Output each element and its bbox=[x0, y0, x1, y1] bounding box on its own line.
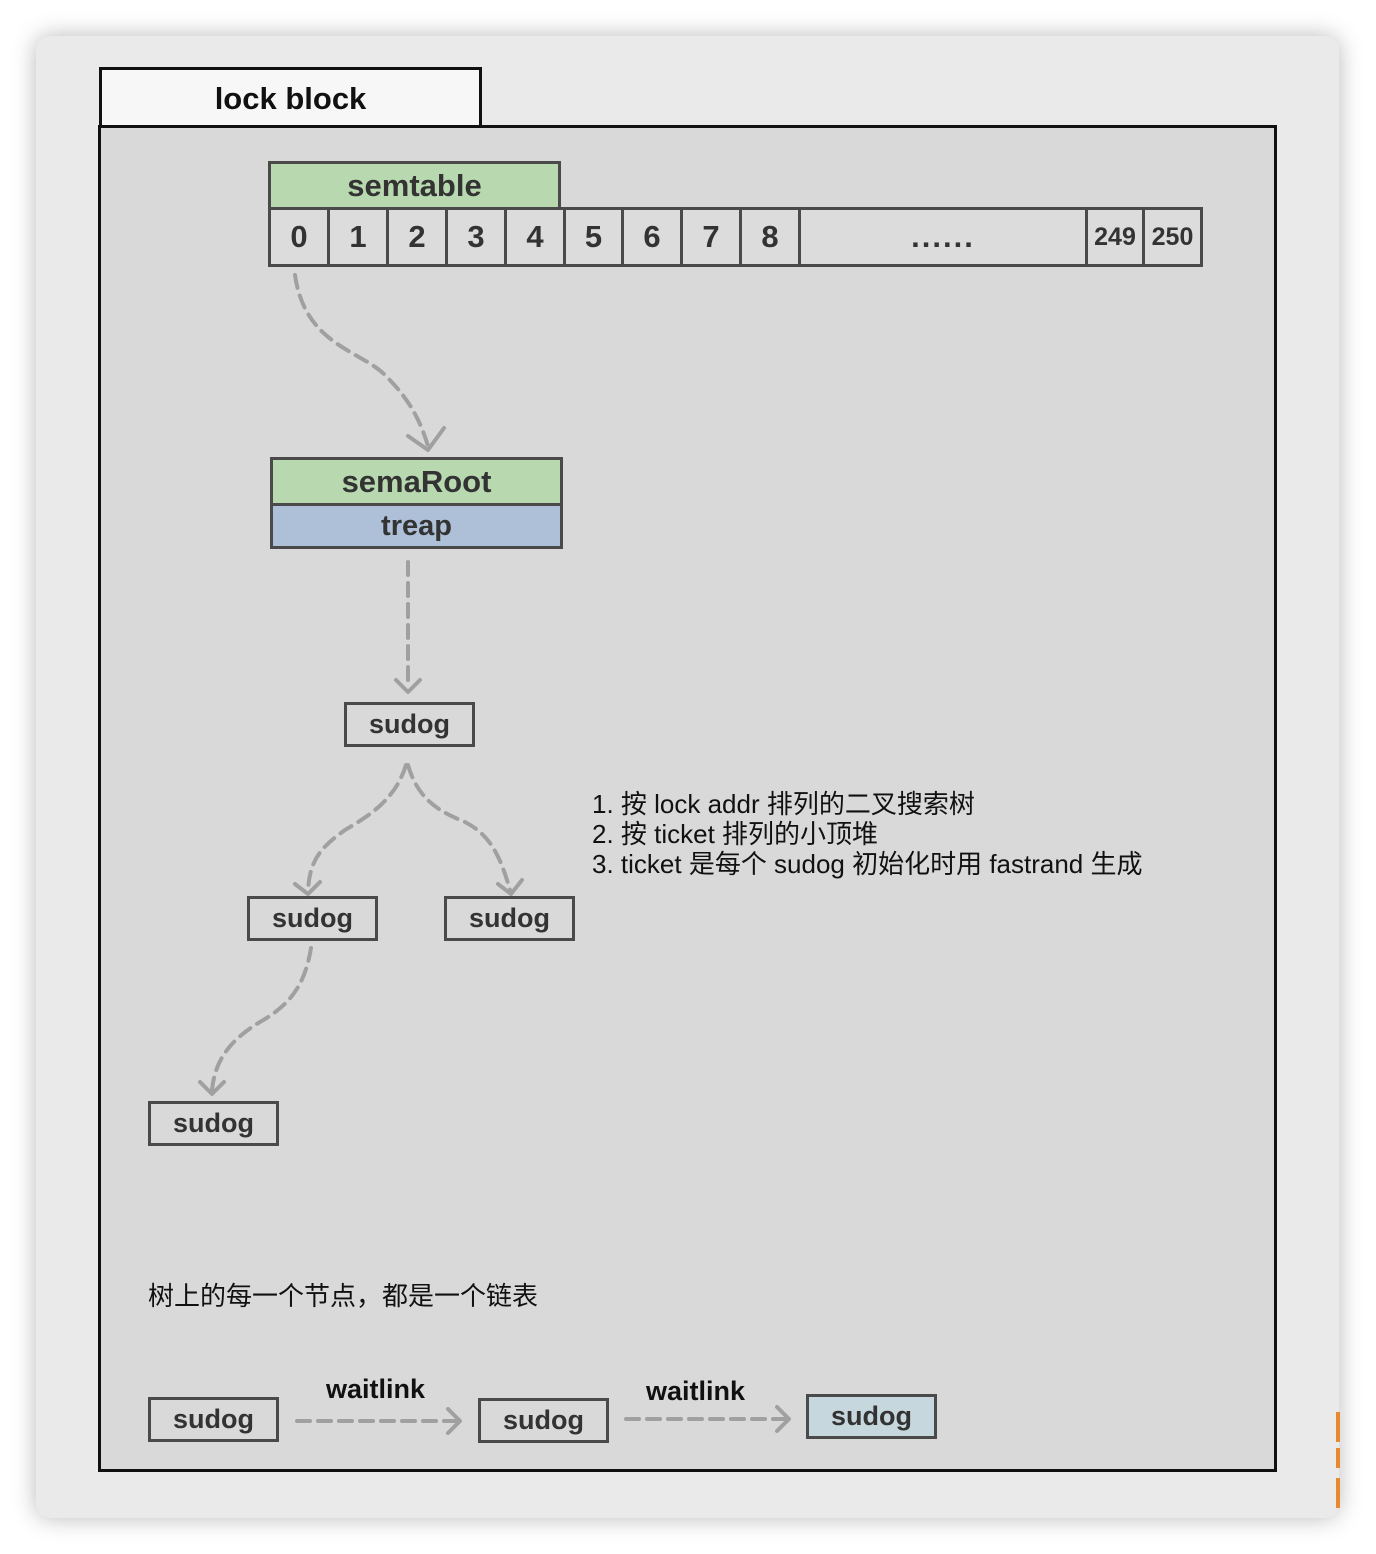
semtable-ellipsis-cell: ...... bbox=[798, 207, 1088, 267]
tree-root-sudog: sudog bbox=[344, 702, 475, 747]
accent-stripe bbox=[1336, 1478, 1340, 1508]
arrowhead-icon bbox=[198, 1080, 226, 1096]
semtable-cell: 8 bbox=[739, 207, 801, 267]
note-item: 2. 按 ticket 排列的小顶堆 bbox=[592, 819, 879, 849]
semaroot-header: semaRoot bbox=[270, 457, 563, 506]
semtable-to-semaroot-arrow bbox=[293, 273, 430, 448]
accent-stripe bbox=[1336, 1448, 1340, 1468]
note-item: 3. ticket 是每个 sudog 初始化时用 fastrand 生成 bbox=[592, 849, 1143, 879]
waitlink-label: waitlink bbox=[326, 1374, 426, 1404]
semtable-cell: 250 bbox=[1142, 207, 1203, 267]
list-node-sudog: sudog bbox=[148, 1397, 279, 1442]
semtable-cell: 4 bbox=[504, 207, 566, 267]
arrowhead-icon bbox=[394, 678, 422, 694]
tree-right-sudog: sudog bbox=[444, 896, 575, 941]
tree-left-sudog: sudog bbox=[247, 896, 378, 941]
semtable-cell: 2 bbox=[386, 207, 448, 267]
accent-stripe bbox=[1336, 1412, 1340, 1442]
semtable-cell: 6 bbox=[621, 207, 683, 267]
frame-title: lock block bbox=[99, 67, 482, 127]
notes-list: 1. 按 lock addr 排列的二叉搜索树 2. 按 ticket 排列的小… bbox=[592, 789, 1252, 879]
treap-box: treap bbox=[270, 503, 563, 549]
list-node-sudog-last: sudog bbox=[806, 1394, 937, 1439]
lock-block-panel bbox=[98, 125, 1277, 1472]
left-to-leftleft-arrow bbox=[210, 946, 313, 1092]
linked-list-caption: 树上的每一个节点，都是一个链表 bbox=[148, 1281, 539, 1311]
semtable-header: semtable bbox=[268, 161, 561, 210]
root-to-right-arrow bbox=[406, 763, 512, 892]
arrowhead-icon bbox=[446, 1407, 462, 1435]
semtable-cell: 3 bbox=[445, 207, 507, 267]
arrowhead-icon bbox=[406, 426, 446, 452]
arrowhead-icon bbox=[293, 880, 322, 896]
note-item: 1. 按 lock addr 排列的二叉搜索树 bbox=[592, 789, 975, 819]
list-node-sudog: sudog bbox=[478, 1398, 609, 1443]
arrowhead-icon bbox=[496, 878, 524, 896]
arrowhead-icon bbox=[775, 1405, 791, 1433]
tree-left-left-sudog: sudog bbox=[148, 1101, 279, 1146]
waitlink-label: waitlink bbox=[646, 1376, 746, 1406]
root-to-left-arrow bbox=[306, 763, 408, 892]
